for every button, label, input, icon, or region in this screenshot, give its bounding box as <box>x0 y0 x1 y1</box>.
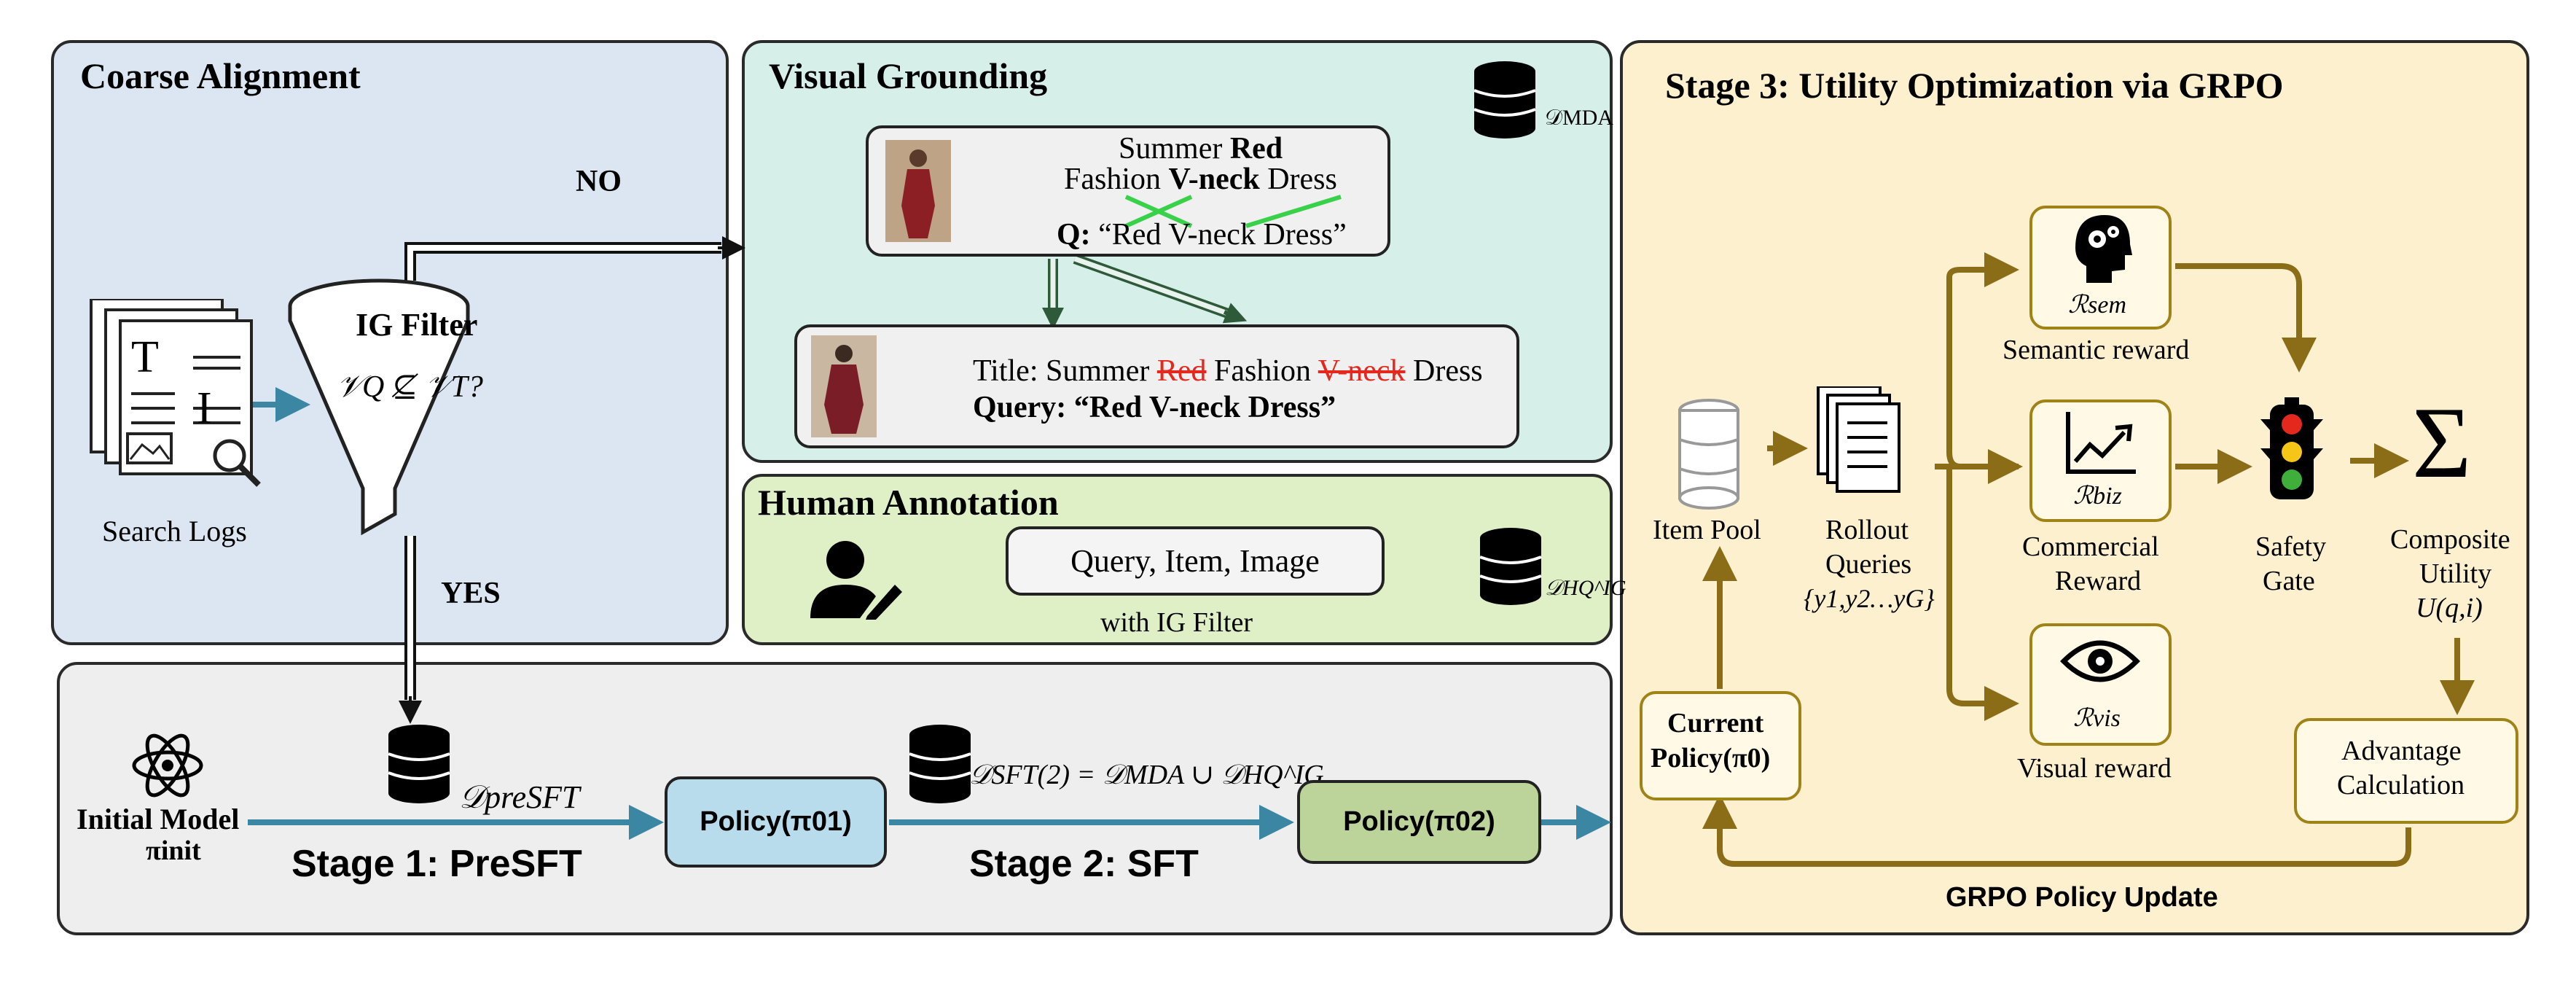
hq-db-label: 𝒟HQ^IG <box>1545 576 1626 600</box>
stage1-label: Stage 1: PreSFT <box>291 843 582 885</box>
rollout-queries-icon <box>1817 386 1900 493</box>
initial-model-label: Initial Model <box>77 803 240 835</box>
item-pool-icon <box>1678 399 1739 510</box>
card1-line1-b: Red <box>1229 132 1283 165</box>
no-label: NO <box>576 165 622 198</box>
stage2-label: Stage 2: SFT <box>969 843 1199 885</box>
card2-title-c: Dress <box>1405 354 1483 388</box>
item-pool-label: Item Pool <box>1653 515 1761 545</box>
rollout-label-2: Queries <box>1825 549 1912 580</box>
card1-q-label: Q: <box>1057 218 1091 252</box>
database-icon <box>1473 61 1536 139</box>
grounding-card-1 <box>866 125 1390 257</box>
card2-query-label: Query: <box>973 391 1067 424</box>
visual-reward-label: Visual reward <box>2017 753 2172 784</box>
product-image-2 <box>811 335 877 437</box>
card1-line1-a: Summer <box>1119 132 1230 165</box>
card2-query: Query: “Red V-neck Dress” <box>973 390 1336 425</box>
commercial-reward-box <box>2029 399 2172 522</box>
r-vis-label: ℛvis <box>2073 705 2121 732</box>
card2-query-text: “Red V-neck Dress” <box>1066 391 1336 424</box>
card1-line2-b: V-neck <box>1168 163 1260 196</box>
ig-filter-funnel <box>288 278 470 536</box>
annotator-icon <box>810 541 902 620</box>
commercial-label-1: Commercial <box>2022 531 2159 562</box>
stage3-title: Stage 3: Utility Optimization via GRPO <box>1665 65 2284 106</box>
with-ig-filter-label: with IG Filter <box>1100 607 1253 638</box>
card1-line2: Fashion V-neck Dress <box>1064 162 1337 197</box>
card2-title-b: Fashion <box>1206 354 1318 388</box>
composite-label-2: Utility <box>2419 558 2492 589</box>
card1-line2-c: Dress <box>1259 163 1337 196</box>
current-policy-box <box>1640 691 1801 800</box>
safety-label-1: Safety <box>2255 531 2327 562</box>
mismatch-cross-lines <box>1124 195 1342 228</box>
initial-model-pi: πinit <box>146 835 201 866</box>
sigma-symbol: Σ <box>2412 386 2472 499</box>
human-annotation-title: Human Annotation <box>758 482 1059 523</box>
query-item-image-box: Query, Item, Image <box>1006 526 1385 596</box>
policy01-box: Policy(π01) <box>665 776 887 868</box>
semantic-reward-label: Semantic reward <box>2003 335 2190 365</box>
advantage-box <box>2294 718 2518 824</box>
presft-db-label: 𝒟preSFT <box>459 779 580 815</box>
presft-database-icon <box>388 725 450 803</box>
commercial-label-2: Reward <box>2055 566 2142 596</box>
sft-db-label: 𝒟SFT(2) = 𝒟MDA ∪ 𝒟HQ^IG <box>969 760 1324 790</box>
card2-title: Title: Summer Red Fashion V-neck Dress <box>973 354 1483 389</box>
card1-query: Q: “Red V-neck Dress” <box>1057 217 1347 252</box>
policy02-box: Policy(π02) <box>1297 780 1541 864</box>
composite-label-1: Composite <box>2390 524 2510 555</box>
card1-line2-a: Fashion <box>1064 163 1169 196</box>
visual-grounding-title: Visual Grounding <box>769 55 1048 96</box>
search-logs-label: Search Logs <box>102 515 247 547</box>
search-logs-icon <box>90 299 261 487</box>
atom-icon <box>132 733 203 798</box>
current-policy-label-1: Current <box>1667 708 1764 738</box>
r-sem-label: ℛsem <box>2068 292 2127 319</box>
coarse-alignment-title: Coarse Alignment <box>80 55 361 96</box>
sft-database-icon <box>909 725 971 803</box>
visual-db-label: 𝒟MDA <box>1545 106 1613 130</box>
product-image-1 <box>885 140 951 242</box>
card2-title-red2: V-neck <box>1318 354 1406 388</box>
grounding-card-2 <box>794 324 1519 448</box>
rollout-label-3: {y1,y2…yG} <box>1804 584 1935 613</box>
traffic-light-icon <box>2260 397 2323 499</box>
card2-title-red1: Red <box>1156 354 1207 388</box>
card1-line1: Summer Red <box>1119 131 1283 166</box>
rollout-label-1: Rollout <box>1825 515 1909 545</box>
chart-trend-icon <box>2066 412 2136 474</box>
current-policy-label-2: Policy(π0) <box>1651 743 1771 773</box>
composite-label-3: U(q,i) <box>2416 593 2483 623</box>
card2-title-a: Title: Summer <box>973 354 1157 388</box>
doc-letter-t: T <box>131 332 159 382</box>
card1-q-text: “Red V-neck Dress” <box>1090 218 1347 252</box>
eye-icon <box>2060 640 2140 682</box>
advantage-label-2: Calculation <box>2337 770 2465 800</box>
advantage-label-1: Advantage <box>2341 736 2462 766</box>
ig-filter-condition: 𝒱Q ⊈ 𝒱T? <box>337 370 483 404</box>
safety-label-2: Gate <box>2263 566 2315 596</box>
yes-label: YES <box>441 577 501 610</box>
hq-database-icon <box>1479 528 1542 605</box>
doc-letter-i: I <box>197 383 212 433</box>
ig-filter-label: IG Filter <box>356 307 478 343</box>
r-biz-label: ℛbiz <box>2073 483 2122 510</box>
grpo-update-label: GRPO Policy Update <box>1946 882 2218 913</box>
brain-gear-icon <box>2075 215 2132 283</box>
